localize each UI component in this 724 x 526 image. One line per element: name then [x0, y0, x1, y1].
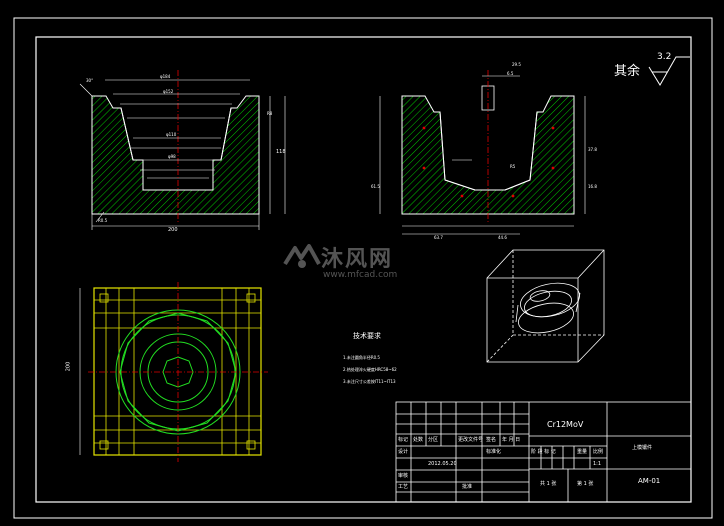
- drawing-border-inner: [35, 36, 692, 503]
- tech-requirements-title: 技术要求: [353, 332, 381, 340]
- dim-overall-width: 200: [168, 227, 178, 233]
- tb-nianyueri: 年 月 日: [502, 437, 521, 443]
- tb-sheji: 设计: [398, 449, 409, 455]
- surface-finish-label: 其余: [614, 64, 641, 79]
- dim-i: R5: [510, 164, 516, 169]
- surface-finish-symbol: [648, 56, 690, 86]
- dim-section-right: 61.5: [371, 184, 380, 189]
- scale-field: 1:1: [593, 461, 602, 467]
- dim-overall-height: 200: [65, 361, 72, 372]
- dim-b: φ152: [163, 89, 174, 94]
- tb-qianming: 签名: [486, 437, 497, 443]
- watermark-url: www.mfcad.com: [323, 270, 398, 280]
- front-section-view: [79, 70, 286, 230]
- dim-d: φ98: [168, 154, 176, 159]
- tb-pizhun: 批准: [462, 484, 473, 490]
- dim-e: 29.5: [512, 62, 521, 67]
- watermark: 沐风网: [283, 241, 393, 273]
- tb-genggai: 更改文件号: [458, 437, 484, 443]
- dim-f: 6.5: [507, 71, 514, 76]
- watermark-brand: 沐风网: [321, 247, 394, 272]
- dim-section-bottom-1: 63.7: [434, 235, 443, 240]
- tb-chushu: 处数: [413, 437, 424, 443]
- sheet-number-field: 第 1 张: [577, 481, 594, 487]
- tech-requirement-1: 1.未注圆角半径R0.5: [343, 355, 380, 360]
- dim-right-height: 118: [276, 149, 286, 155]
- tb-jieduan: 阶 段 标 记: [531, 449, 556, 455]
- dim-h: 16.8: [588, 184, 597, 189]
- tb-fenqu: 分区: [428, 437, 439, 443]
- dim-section-bottom-2: 44.6: [498, 235, 507, 240]
- material-field: Cr12MoV: [547, 420, 584, 429]
- isometric-view: [486, 249, 605, 363]
- drawing-name-field: 上模镶件: [632, 445, 653, 451]
- tb-date: 2012.05.20: [428, 461, 457, 467]
- plan-view: [79, 282, 268, 462]
- dim-g: 37.8: [588, 147, 597, 152]
- dim-a: φ184: [160, 74, 171, 79]
- side-section-cavity: [439, 111, 538, 191]
- tb-shenhe: 审核: [398, 473, 409, 479]
- title-block: [395, 401, 692, 503]
- surface-finish-value: 3.2: [657, 52, 672, 62]
- tech-requirement-3: 3.未注尺寸公差按IT11~IT13: [343, 379, 396, 384]
- front-section-cavity: [120, 107, 232, 191]
- tb-bili: 比例: [593, 449, 604, 455]
- dim-small: R8: [267, 111, 273, 116]
- dim-r: R0.5: [98, 218, 108, 223]
- side-section-view: [379, 70, 586, 235]
- drawing-border-outer: [13, 17, 713, 519]
- tech-requirement-2: 2.热处理淬火硬度HRC58~62: [343, 367, 397, 372]
- dim-angle: 30°: [86, 78, 94, 83]
- tb-zhongliang: 重量: [577, 449, 588, 455]
- drawing-number-field: AM-01: [638, 477, 661, 485]
- tb-biaoji: 标记: [398, 437, 409, 443]
- tb-biaozhunhua: 标准化: [486, 449, 502, 455]
- dim-c: φ110: [166, 132, 177, 137]
- watermark-logo-icon: [283, 244, 321, 268]
- total-sheets-field: 共 1 张: [540, 481, 557, 487]
- plan-outline: [93, 287, 262, 456]
- tb-gongyi: 工艺: [398, 484, 409, 490]
